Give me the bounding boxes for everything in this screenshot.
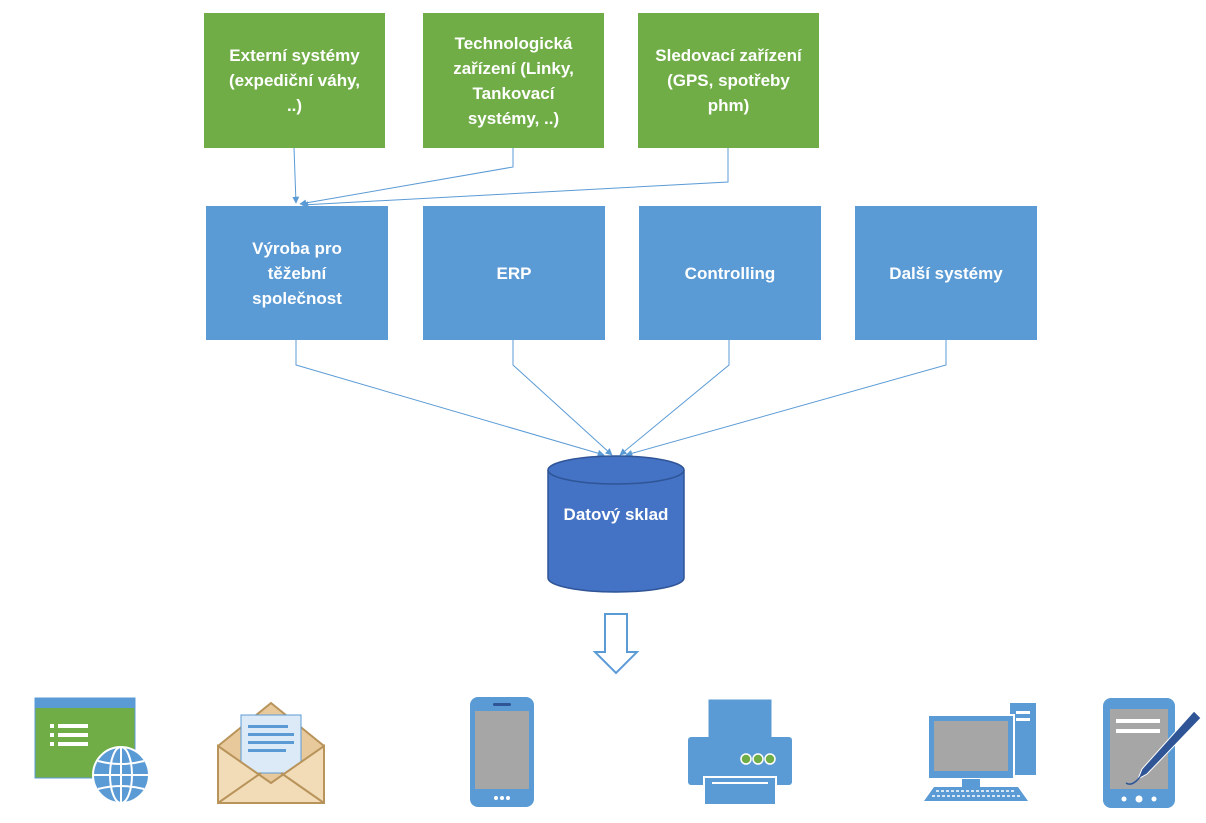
source-external-systems: Externí systémy (expediční váhy, ..) xyxy=(204,13,385,148)
connector-system-3 xyxy=(619,340,730,456)
connector-system-2 xyxy=(512,340,613,456)
desktop-computer-icon xyxy=(924,703,1036,801)
source-tracking-devices: Sledovací zařízení (GPS, spotřeby phm) xyxy=(638,13,819,148)
source-technology-devices: Technologická zařízení (Linky, Tankovací… xyxy=(423,13,604,148)
printer-icon xyxy=(688,698,792,806)
mobile-phone-icon xyxy=(470,697,534,807)
system-other: Další systémy xyxy=(855,206,1037,340)
system-production: Výroba pro těžební společnost xyxy=(206,206,388,340)
connector-system-4 xyxy=(625,340,947,457)
warehouse-cylinder xyxy=(547,455,685,593)
connector-source-2 xyxy=(299,148,514,207)
connector-system-1 xyxy=(295,340,605,457)
connector-source-1 xyxy=(292,147,300,204)
connector-source-3 xyxy=(301,148,729,209)
system-erp: ERP xyxy=(423,206,605,340)
system-controlling: Controlling xyxy=(639,206,821,340)
warehouse-label: Datový sklad xyxy=(563,505,669,524)
tablet-pen-icon xyxy=(1103,698,1202,808)
email-icon xyxy=(217,701,325,804)
web-report-icon xyxy=(34,697,150,804)
down-arrow-icon xyxy=(592,613,640,675)
